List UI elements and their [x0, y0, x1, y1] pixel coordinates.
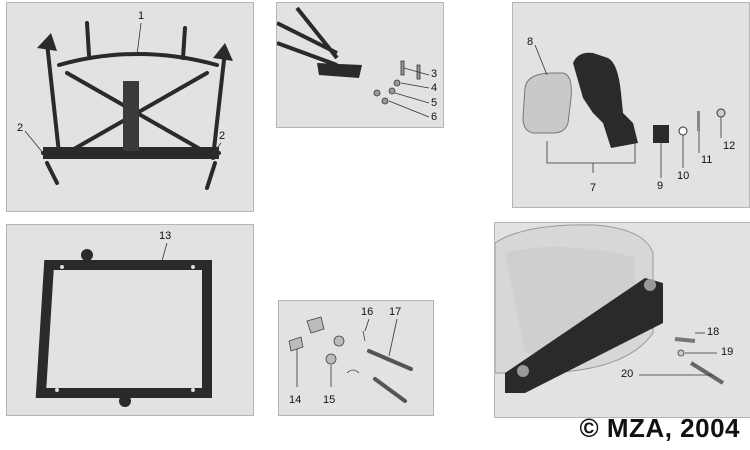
hardware-drawing: [288, 316, 413, 403]
callout-14: 14: [289, 394, 302, 406]
callout-7: 7: [590, 182, 597, 194]
callout-3: 3: [431, 68, 438, 80]
callout-2-left: 2: [17, 122, 24, 134]
plate-drawing: [35, 242, 212, 407]
callout-1: 1: [138, 10, 145, 22]
callout-4: 4: [431, 82, 438, 94]
callout-12: 12: [723, 140, 736, 152]
callout-10: 10: [677, 170, 690, 182]
panel-hardware: 16 17 14 15: [278, 300, 434, 416]
callout-16: 16: [361, 306, 374, 318]
panel-bracket: 3 4 5 6: [276, 2, 444, 128]
callout-18: 18: [707, 326, 720, 338]
copyright-text: © MZA, 2004: [579, 413, 740, 443]
callout-11: 11: [701, 154, 713, 166]
callout-13: 13: [159, 230, 172, 242]
headlight-drawing: [495, 224, 725, 393]
callout-15: 15: [323, 394, 336, 406]
panel-headlight: 18 19 20: [494, 222, 750, 418]
callout-2-right: 2: [219, 130, 226, 142]
callout-5: 5: [431, 97, 438, 109]
bracket-drawing: [277, 6, 430, 118]
callout-6: 6: [431, 111, 438, 123]
frame-drawing: [24, 21, 233, 190]
panel-frame: 1 2 2: [6, 2, 254, 212]
callout-9: 9: [657, 180, 664, 192]
callout-19: 19: [721, 346, 734, 358]
mirror-drawing: [522, 44, 726, 178]
callout-17: 17: [389, 306, 402, 318]
panel-mirror: 8 7 9 10 11 12: [512, 2, 750, 208]
panel-plate: 13: [6, 224, 254, 416]
callout-8: 8: [527, 36, 534, 48]
callout-20: 20: [621, 368, 634, 380]
